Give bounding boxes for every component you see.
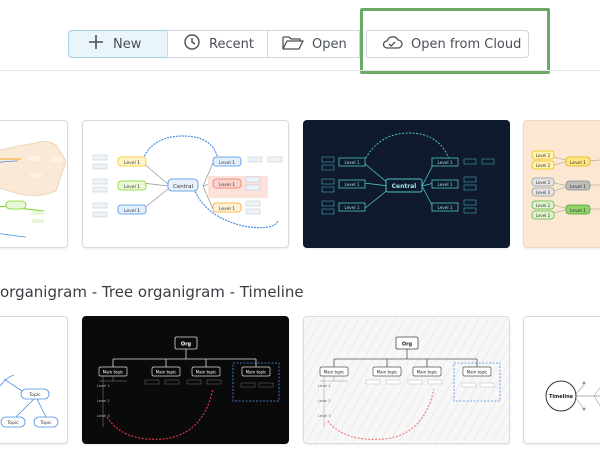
main-topic-label: Main topic (103, 370, 124, 375)
open-button[interactable]: Open (267, 30, 360, 58)
level1-label: Level 1 (219, 160, 235, 166)
level2-label: Level 2 (536, 213, 551, 218)
topic-label: Topic (6, 420, 19, 426)
level2-label: Level 2 (536, 190, 551, 195)
cloud-icon (381, 34, 411, 54)
new-label: New (113, 36, 142, 52)
topic-label: Topic (39, 420, 52, 426)
organigram-template-card[interactable]: Org Main topic Main topic Main topic Mai… (303, 316, 510, 444)
mindmap-template-card[interactable] (0, 120, 68, 248)
level1-label: Level 1 (318, 384, 331, 388)
organigram-template-card[interactable]: Org Main topic Main topic Main topic Mai… (82, 316, 289, 444)
level1-label: Level 1 (219, 182, 235, 188)
level2-label: Level 2 (97, 399, 110, 403)
level1-label: Level 1 (570, 184, 586, 190)
level1-label: Level 1 (344, 160, 359, 165)
level2-label: Level 2 (318, 399, 331, 403)
level1-label: Level 1 (124, 184, 140, 190)
level2-label: Level 2 (536, 180, 551, 185)
open-from-cloud-button[interactable]: Open from Cloud (366, 30, 529, 58)
central-node-label: Central (173, 184, 193, 190)
level1-label: Level 1 (97, 384, 110, 388)
level1-label: Level 1 (124, 160, 140, 166)
main-topic-label: Main topic (246, 370, 267, 375)
folder-icon (282, 33, 312, 55)
file-toolbar: New Recent Open Open from Cloud (68, 30, 529, 58)
clock-icon (183, 33, 209, 55)
new-button[interactable]: New (68, 30, 168, 58)
level3-label: Level 3 (318, 414, 331, 418)
topic-label: Topic (28, 392, 41, 398)
mindmap-template-card[interactable]: Level 2 Level 2 Level 2 Level 2 Level 2 … (523, 120, 600, 248)
org-root-label: Org (402, 342, 413, 348)
toolbar-divider (0, 70, 600, 71)
main-topic-label: Main topic (156, 370, 177, 375)
level2-label: Level 2 (536, 153, 551, 158)
level1-label: Level 1 (219, 206, 235, 212)
recent-button[interactable]: Recent (167, 30, 268, 58)
main-topic-label: Main topic (196, 370, 217, 375)
main-topic-label: Main topic (324, 370, 345, 375)
plus-icon (87, 33, 113, 55)
main-topic-label: Main topic (467, 370, 488, 375)
level1-label: Level 1 (570, 160, 586, 166)
level2-label: Level 2 (536, 163, 551, 168)
timeline-label: Timeline (549, 394, 574, 400)
timeline-template-card[interactable]: Timeline (523, 316, 600, 444)
section-title: organigram - Tree organigram - Timeline (0, 283, 304, 301)
mindmap-template-card[interactable]: Central Level 1 Level 1 Level 1 Level 1 … (303, 120, 510, 248)
cloud-label: Open from Cloud (411, 36, 522, 52)
org-root-label: Org (181, 342, 192, 348)
recent-label: Recent (209, 36, 254, 52)
open-label: Open (312, 36, 347, 52)
level1-label: Level 1 (344, 205, 359, 210)
organigram-template-card[interactable]: Topic Topic Topic (0, 316, 68, 444)
level2-label: Level 2 (536, 203, 551, 208)
main-topic-label: Main topic (417, 370, 438, 375)
central-node-label: Central (392, 183, 417, 190)
level1-label: Level 1 (344, 182, 359, 187)
highlight-box (360, 8, 550, 74)
level1-label: Level 1 (437, 160, 452, 165)
main-topic-label: Main topic (377, 370, 398, 375)
level1-label: Level 1 (570, 208, 586, 214)
level1-label: Level 1 (437, 205, 452, 210)
level1-label: Level 1 (437, 182, 452, 187)
level1-label: Level 1 (124, 208, 140, 214)
mindmap-template-card[interactable]: Central Level 1 Level 1 Level 1 Level 1 … (82, 120, 289, 248)
level3-label: Level 3 (97, 414, 110, 418)
